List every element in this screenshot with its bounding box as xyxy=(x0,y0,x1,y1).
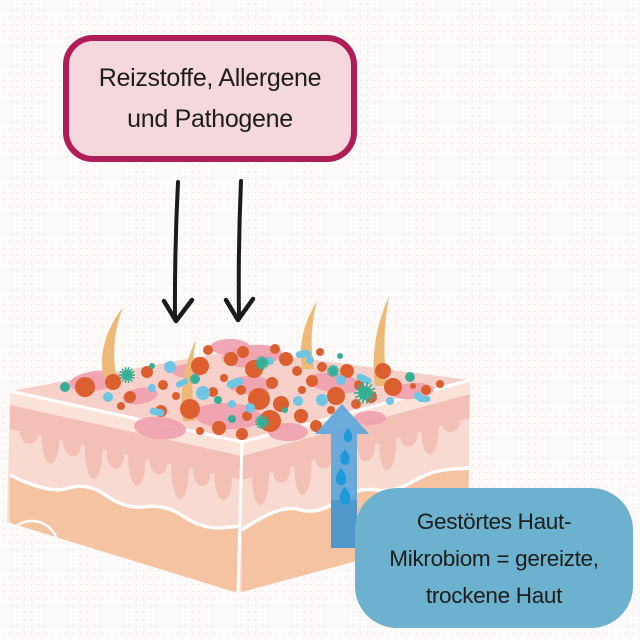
microbe-orange xyxy=(316,348,324,356)
microbe-starburst-icon xyxy=(354,382,376,404)
microbe-teal-dot xyxy=(60,382,70,392)
microbe-orange xyxy=(327,406,335,414)
droplet-icon xyxy=(335,468,347,486)
microbe-orange xyxy=(270,344,280,354)
microbe-orange xyxy=(375,363,391,379)
microbe-blue-rod xyxy=(149,407,165,417)
microbe-orange xyxy=(266,377,278,389)
hair-icon xyxy=(373,296,389,386)
microbe-orange xyxy=(124,391,136,403)
microbe-blue xyxy=(336,375,346,385)
microbe-teal-dot xyxy=(214,396,222,404)
microbe-orange xyxy=(172,392,180,400)
microbe-orange xyxy=(203,345,213,355)
microbe-starburst-icon xyxy=(255,355,269,371)
microbe-orange xyxy=(105,374,121,390)
microbe-orange xyxy=(340,364,354,378)
skin-blob xyxy=(194,402,262,430)
down-arrow-icon xyxy=(223,179,256,323)
microbe-orange xyxy=(294,409,308,423)
result-label-line: Mikrobiom = gereizte, xyxy=(389,545,599,571)
microbe-orange xyxy=(259,410,281,432)
microbe-orange xyxy=(410,383,416,389)
microbe-teal-dot xyxy=(282,407,288,413)
microbe-orange xyxy=(141,366,153,378)
microbe-orange xyxy=(191,357,209,375)
microbe-blue-rod xyxy=(175,378,189,388)
microbe-blue xyxy=(103,392,113,402)
droplet-icon xyxy=(339,486,351,505)
microbe-blue-rod xyxy=(226,377,244,389)
microbe-starburst-icon xyxy=(327,364,339,378)
microbe-blue xyxy=(293,396,303,406)
microbe-orange xyxy=(317,362,327,372)
microbe-blue xyxy=(164,361,176,373)
microbe-orange xyxy=(117,402,125,410)
result-label-line: trockene Haut xyxy=(425,582,563,608)
irritants-label-line: Reizstoffe, Allergene xyxy=(98,63,322,92)
irritants-label-line: und Pathogene xyxy=(127,104,293,133)
microbe-blue xyxy=(316,394,328,406)
microbe-teal-dot xyxy=(337,353,343,359)
microbe-orange xyxy=(236,428,248,440)
microbe-orange xyxy=(327,387,345,405)
microbe-orange xyxy=(237,346,249,358)
microbe-layer xyxy=(60,344,444,440)
microbe-blue xyxy=(386,397,394,405)
layer-boundary-line xyxy=(9,473,242,530)
microbe-blue xyxy=(196,386,210,400)
microbe-starburst-icon xyxy=(255,414,269,430)
down-arrow-icon xyxy=(161,180,195,324)
microbe-blue xyxy=(245,403,255,413)
microbe-orange xyxy=(242,411,252,421)
microbe-blue xyxy=(306,356,314,364)
skin-corner-edge-line xyxy=(236,441,244,594)
microbe-orange xyxy=(224,352,238,366)
microbe-starburst-icon xyxy=(190,373,200,385)
result-label-box: Gestörtes Haut- Mikrobiom = gereizte, tr… xyxy=(355,488,633,628)
microbe-teal-dot xyxy=(228,415,236,423)
microbe-teal-dot xyxy=(149,363,155,369)
microbe-blue-rod xyxy=(356,373,372,385)
microbe-blue xyxy=(228,400,236,408)
microbe-orange xyxy=(236,385,246,395)
dermis-layer xyxy=(10,404,242,500)
microbe-orange xyxy=(220,374,228,382)
microbe-orange xyxy=(180,399,200,419)
microbe-orange xyxy=(212,421,226,435)
result-label-line: Gestörtes Haut- xyxy=(416,508,572,534)
microbe-orange xyxy=(384,378,402,396)
microbe-orange xyxy=(196,427,204,435)
skin-blob xyxy=(134,416,186,440)
hair-icon xyxy=(102,307,123,377)
microbe-orange xyxy=(298,386,306,394)
microbe-orange xyxy=(292,366,302,376)
up-arrow-icon xyxy=(315,404,369,548)
microbe-blue xyxy=(148,384,156,392)
droplet-icon xyxy=(340,448,350,465)
microbe-orange xyxy=(279,352,293,366)
skin-blob xyxy=(354,411,386,425)
microbe-orange xyxy=(436,380,444,388)
microbe-starburst-icon xyxy=(405,371,415,383)
microbe-blue-rod xyxy=(295,349,311,359)
microbe-orange xyxy=(75,377,95,397)
microbe-orange xyxy=(158,380,168,390)
microbe-orange xyxy=(310,420,322,432)
microbe-orange xyxy=(306,375,318,387)
microbe-orange xyxy=(208,387,218,397)
microbe-blue-rod xyxy=(417,396,431,402)
microbe-orange xyxy=(421,385,431,395)
irritants-label-box: Reizstoffe, Allergene und Pathogene xyxy=(63,35,357,162)
microbe-starburst-icon xyxy=(119,367,135,383)
droplet-icon xyxy=(343,428,353,442)
